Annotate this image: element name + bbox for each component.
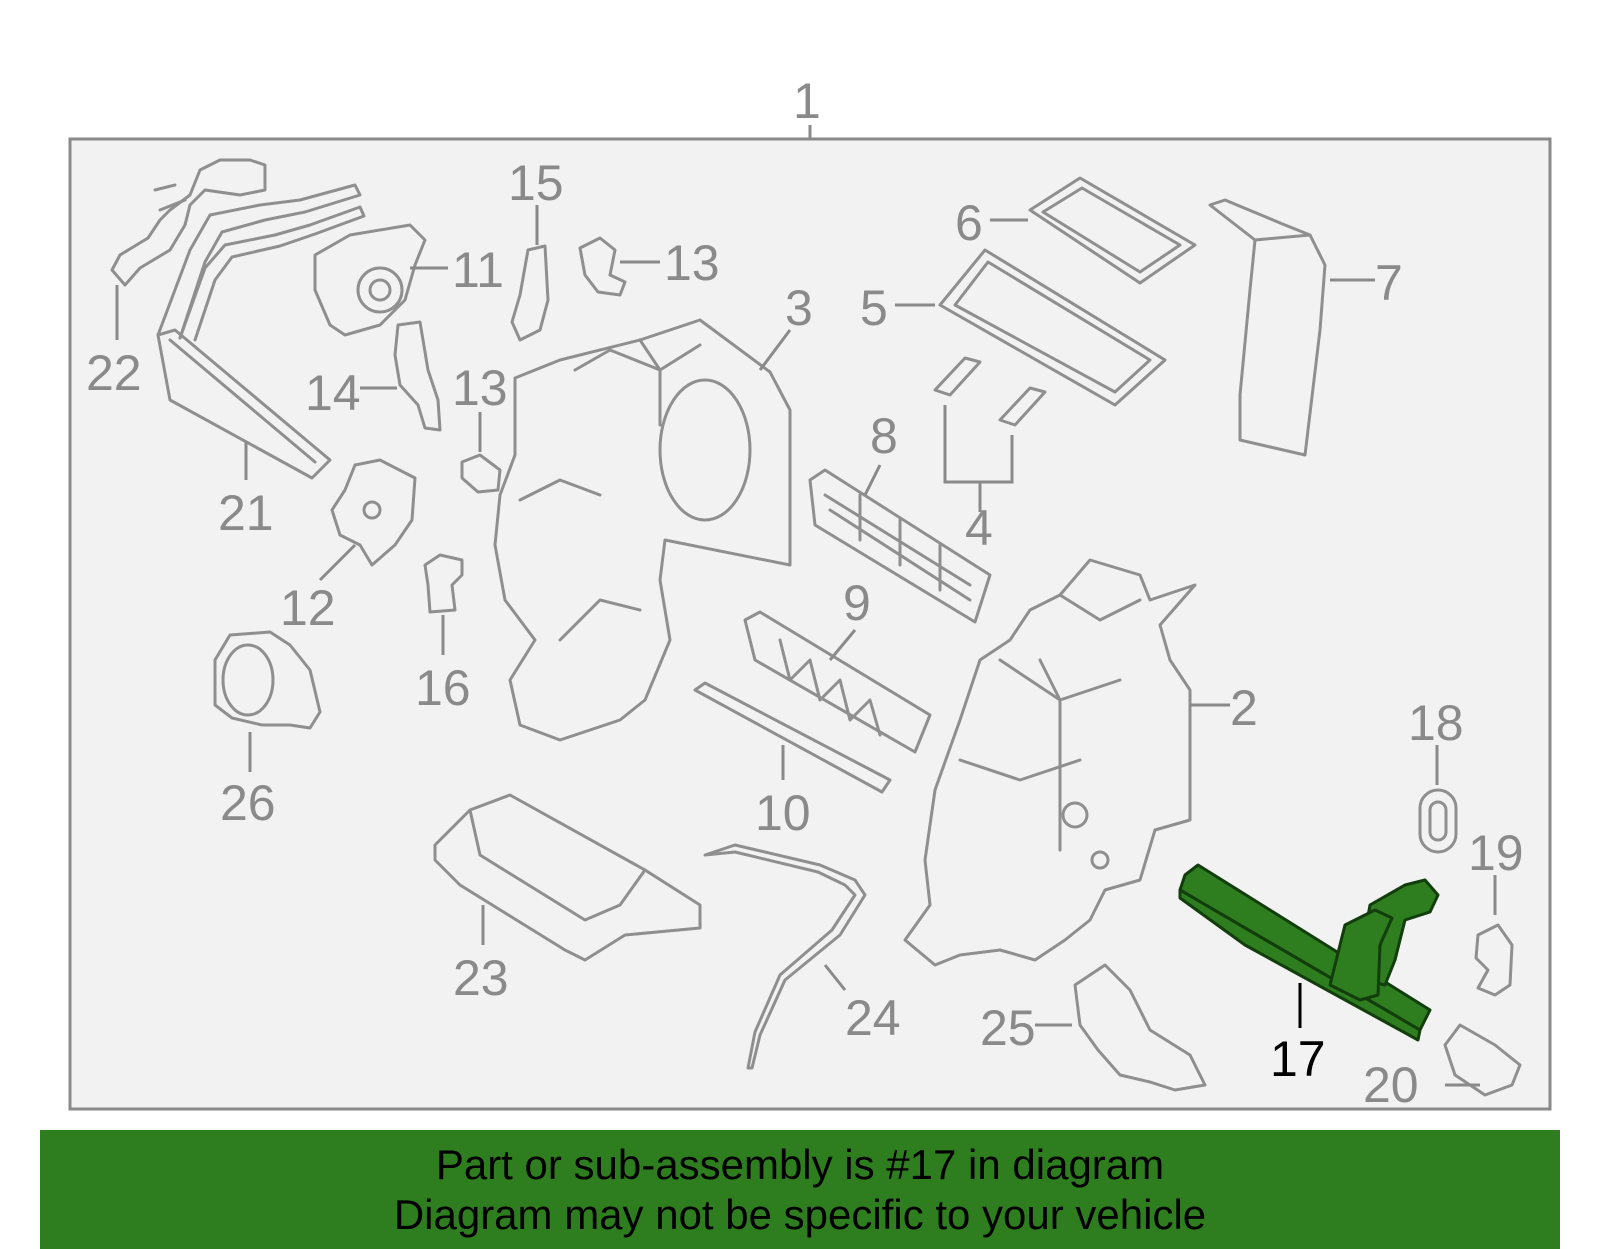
callout-8[interactable]: 8 [870,408,898,464]
part-7-duct[interactable] [1208,198,1327,457]
callout-17[interactable]: 17 [1270,1031,1326,1087]
part-14-bracket[interactable] [393,320,442,432]
part-6-filter[interactable] [1028,176,1197,285]
callout-18[interactable]: 18 [1408,695,1464,751]
callout-16[interactable]: 16 [415,660,471,716]
callout-13-lower[interactable]: 13 [452,360,508,416]
callout-4[interactable]: 4 [965,500,993,556]
callout-9[interactable]: 9 [843,575,871,631]
part-24-hose[interactable] [703,843,867,1070]
leader-24 [823,964,847,991]
part-13-clip-upper[interactable] [578,236,627,297]
part-10-rod[interactable] [693,681,892,794]
part-16-sensor[interactable] [423,553,464,614]
leader-12 [318,543,357,582]
part-26-housing[interactable] [213,630,322,730]
part-20-bracket[interactable] [1443,1023,1522,1097]
part-11-blower-motor[interactable] [313,223,427,337]
info-banner: Part or sub-assembly is #17 in diagram D… [40,1130,1560,1249]
callout-14[interactable]: 14 [305,365,361,421]
part-15-actuator[interactable] [510,244,550,342]
parts-diagram: 1 22 21 11 14 15 13 13 12 [68,73,1552,1113]
part-4-seal-left[interactable] [933,356,982,397]
part-5-filter[interactable] [938,248,1167,407]
callout-15[interactable]: 15 [508,155,564,211]
part-13-clip-lower[interactable] [460,453,502,494]
part-21-evaporator[interactable] [156,183,366,480]
part-25-duct[interactable] [1073,963,1207,1092]
part-17-heater-core[interactable] [1178,863,1440,1042]
leader-8 [863,464,882,496]
leader-9 [828,629,857,661]
callout-2[interactable]: 2 [1230,680,1258,736]
callout-6[interactable]: 6 [955,195,983,251]
callout-13-upper[interactable]: 13 [664,235,720,291]
callout-1[interactable]: 1 [793,73,821,129]
callout-10[interactable]: 10 [755,785,811,841]
callout-20[interactable]: 20 [1363,1057,1419,1113]
part-8-door[interactable] [808,468,992,624]
callout-7[interactable]: 7 [1375,255,1403,311]
banner-line-disclaimer: Diagram may not be specific to your vehi… [393,1190,1207,1238]
callout-26[interactable]: 26 [220,775,276,831]
banner-line-part: Part or sub-assembly is #17 in diagram [435,1140,1165,1188]
part-2-case-right[interactable] [903,558,1197,967]
part-12-actuator[interactable] [330,458,417,567]
callout-3[interactable]: 3 [785,280,813,336]
part-3-case-left[interactable] [493,318,792,742]
leader-3 [758,329,792,371]
part-22-line[interactable] [110,158,267,287]
callout-21[interactable]: 21 [218,485,274,541]
callout-23[interactable]: 23 [453,950,509,1006]
part-23-lower-case[interactable] [433,793,702,962]
callout-25[interactable]: 25 [980,1000,1036,1056]
part-18-grommet[interactable] [1418,788,1458,854]
part-19-clamp[interactable] [1474,923,1514,997]
callout-11[interactable]: 11 [452,242,504,298]
part-4-seal-right[interactable] [998,386,1047,427]
leader-4 [943,405,1014,512]
callout-5[interactable]: 5 [860,280,888,336]
part-9-door[interactable] [743,610,932,754]
callout-12[interactable]: 12 [280,580,336,636]
callout-19[interactable]: 19 [1468,825,1524,881]
callout-22[interactable]: 22 [86,345,142,401]
callout-24[interactable]: 24 [845,990,901,1046]
